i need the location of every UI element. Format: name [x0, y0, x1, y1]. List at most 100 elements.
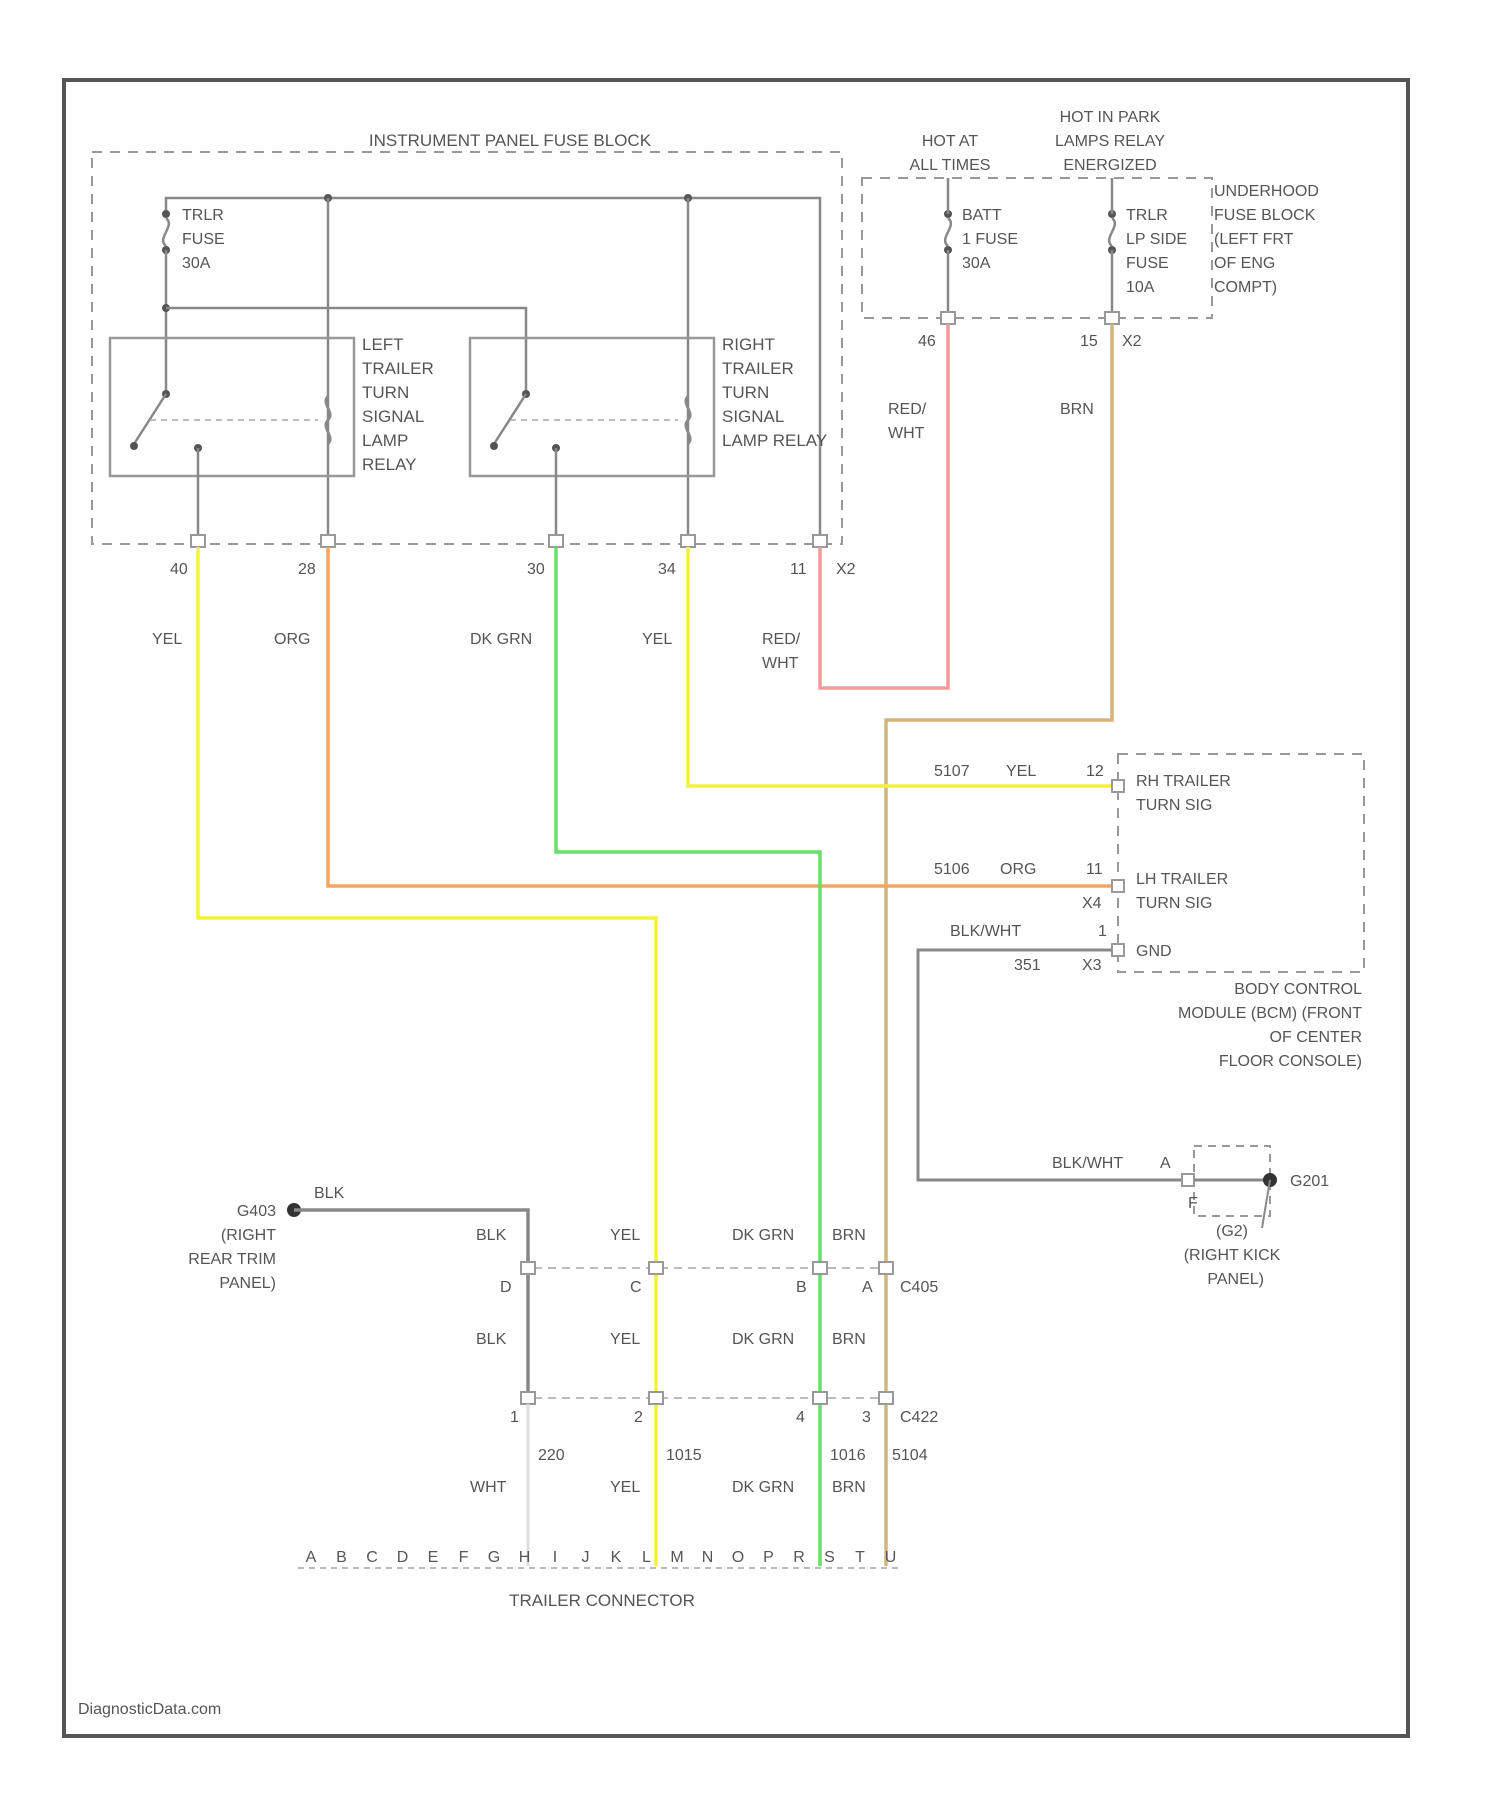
- c422-name: C422: [900, 1409, 938, 1426]
- ip-fuse-block-title: INSTRUMENT PANEL FUSE BLOCK: [369, 131, 652, 150]
- c422-pin-1: [521, 1392, 535, 1404]
- bcm-row2-circuit: 5106: [934, 861, 970, 878]
- trlr-fuse-label-3: 30A: [182, 255, 211, 272]
- c422-lower-color-brn: BRN: [832, 1479, 866, 1496]
- ip-pin-label-34: 34: [658, 561, 676, 578]
- ip-pin-label-40: 40: [170, 561, 188, 578]
- c422-circuit-220: 220: [538, 1447, 565, 1464]
- c405-pin-label-b: B: [796, 1279, 807, 1296]
- trailer-pin-h: H: [519, 1549, 531, 1566]
- g201-loc-1: (RIGHT KICK: [1184, 1247, 1281, 1264]
- ip-pin-label-28: 28: [298, 561, 316, 578]
- right-relay-label-1: RIGHT: [722, 335, 775, 354]
- trailer-pin-f: F: [459, 1549, 469, 1566]
- c422-pin-label-2: 2: [634, 1409, 643, 1426]
- c422-color-yel: YEL: [610, 1331, 640, 1348]
- bcm-row3-color: BLK/WHT: [950, 923, 1021, 940]
- bcm-name-4: FLOOR CONSOLE): [1219, 1053, 1362, 1070]
- ip-pin-28: [321, 535, 335, 547]
- c422-pin-label-1: 1: [510, 1409, 519, 1426]
- g403-wire-label: BLK: [314, 1185, 345, 1202]
- g403-loc-2: REAR TRIM: [188, 1251, 276, 1268]
- left-relay-label-6: RELAY: [362, 455, 417, 474]
- bcm-pin-12: [1112, 780, 1124, 792]
- bcm-row2-label-1: LH TRAILER: [1136, 871, 1228, 888]
- trailer-pin-i: I: [553, 1549, 557, 1566]
- bcm-row1-label-1: RH TRAILER: [1136, 773, 1231, 790]
- right-relay-label-3: TURN: [722, 383, 769, 402]
- underhood-label-4: OF ENG: [1214, 255, 1275, 272]
- g201-loc-2: PANEL): [1207, 1271, 1264, 1288]
- left-relay-label-1: LEFT: [362, 335, 404, 354]
- ip-pin-label-x2: X2: [836, 561, 856, 578]
- g201-loc-top: (G2): [1216, 1223, 1248, 1240]
- trailer-pin-r: R: [793, 1549, 805, 1566]
- trailer-pin-t: T: [855, 1549, 865, 1566]
- trailer-connector-name: TRAILER CONNECTOR: [509, 1591, 695, 1610]
- underhood-label-5: COMPT): [1214, 279, 1277, 296]
- wire-label-red-wht-1: RED/: [762, 631, 801, 648]
- bcm-row1-label-2: TURN SIG: [1136, 797, 1212, 814]
- bcm-row2-label-2: TURN SIG: [1136, 895, 1212, 912]
- g201-pin-label: A: [1160, 1155, 1171, 1172]
- batt-fuse-label-2: 1 FUSE: [962, 231, 1018, 248]
- bcm-row1-pin: 12: [1086, 763, 1104, 780]
- c405-pin-a: [879, 1262, 893, 1274]
- batt-fuse-symbol: [945, 218, 951, 246]
- trlr-fuse-symbol: [163, 218, 169, 246]
- left-relay-label-3: TURN: [362, 383, 409, 402]
- hot-in-park-2: LAMPS RELAY: [1055, 133, 1165, 150]
- g201-pin: [1182, 1174, 1194, 1186]
- trailer-pin-u: U: [885, 1549, 897, 1566]
- right-relay-label-5: LAMP RELAY: [722, 431, 827, 450]
- trailer-pin-k: K: [611, 1549, 622, 1566]
- c405-name: C405: [900, 1279, 938, 1296]
- ip-pin-connectors: [191, 535, 827, 547]
- left-relay-label-4: SIGNAL: [362, 407, 424, 426]
- wire-label-org: ORG: [274, 631, 310, 648]
- wire-yel-rh: [688, 547, 1118, 786]
- ip-pin-label-30: 30: [527, 561, 545, 578]
- trlr-lp-fuse-symbol: [1109, 218, 1115, 246]
- right-relay-switch-arm: [494, 394, 526, 444]
- underhood-label-1: UNDERHOOD: [1214, 183, 1319, 200]
- c422-pin-3: [879, 1392, 893, 1404]
- left-relay-label-5: LAMP: [362, 431, 408, 450]
- underhood-label-2: FUSE BLOCK: [1214, 207, 1316, 224]
- brn-wire-label: BRN: [1060, 401, 1094, 418]
- c405-pin-label-a: A: [862, 1279, 873, 1296]
- batt-fuse-label-1: BATT: [962, 207, 1002, 224]
- g201-lead-down: [1262, 1180, 1270, 1228]
- c405-color-blk: BLK: [476, 1227, 507, 1244]
- bcm-row3-label: GND: [1136, 943, 1172, 960]
- c422-pin-label-3: 3: [862, 1409, 871, 1426]
- wire-label-yel-2: YEL: [642, 631, 672, 648]
- c422-circuit-1016: 1016: [830, 1447, 866, 1464]
- trailer-pin-s: S: [824, 1549, 835, 1566]
- wire-label-yel-1: YEL: [152, 631, 182, 648]
- right-relay-switch-end: [490, 442, 498, 450]
- c422-circuit-1015: 1015: [666, 1447, 702, 1464]
- trailer-pin-e: E: [428, 1549, 439, 1566]
- g403-name: G403: [237, 1203, 276, 1220]
- wire-org-lh: [328, 547, 1118, 886]
- c405-color-brn: BRN: [832, 1227, 866, 1244]
- red-wht-wire-label-1: RED/: [888, 401, 927, 418]
- c405-pin-d: [521, 1262, 535, 1274]
- trailer-pin-j: J: [582, 1549, 590, 1566]
- right-relay-label-4: SIGNAL: [722, 407, 784, 426]
- left-relay-switch-arm: [134, 394, 166, 444]
- bcm-name-1: BODY CONTROL: [1234, 981, 1362, 998]
- trailer-pin-m: M: [670, 1549, 683, 1566]
- trlr-lp-fuse-label-3: FUSE: [1126, 255, 1169, 272]
- c422-pin-4: [813, 1392, 827, 1404]
- ip-pin-label-11: 11: [790, 561, 807, 578]
- c422-color-blk: BLK: [476, 1331, 507, 1348]
- trailer-pin-o: O: [732, 1549, 744, 1566]
- wire-label-red-wht-2: WHT: [762, 655, 799, 672]
- wire-brn: [886, 324, 1112, 1566]
- batt-fuse-label-3: 30A: [962, 255, 991, 272]
